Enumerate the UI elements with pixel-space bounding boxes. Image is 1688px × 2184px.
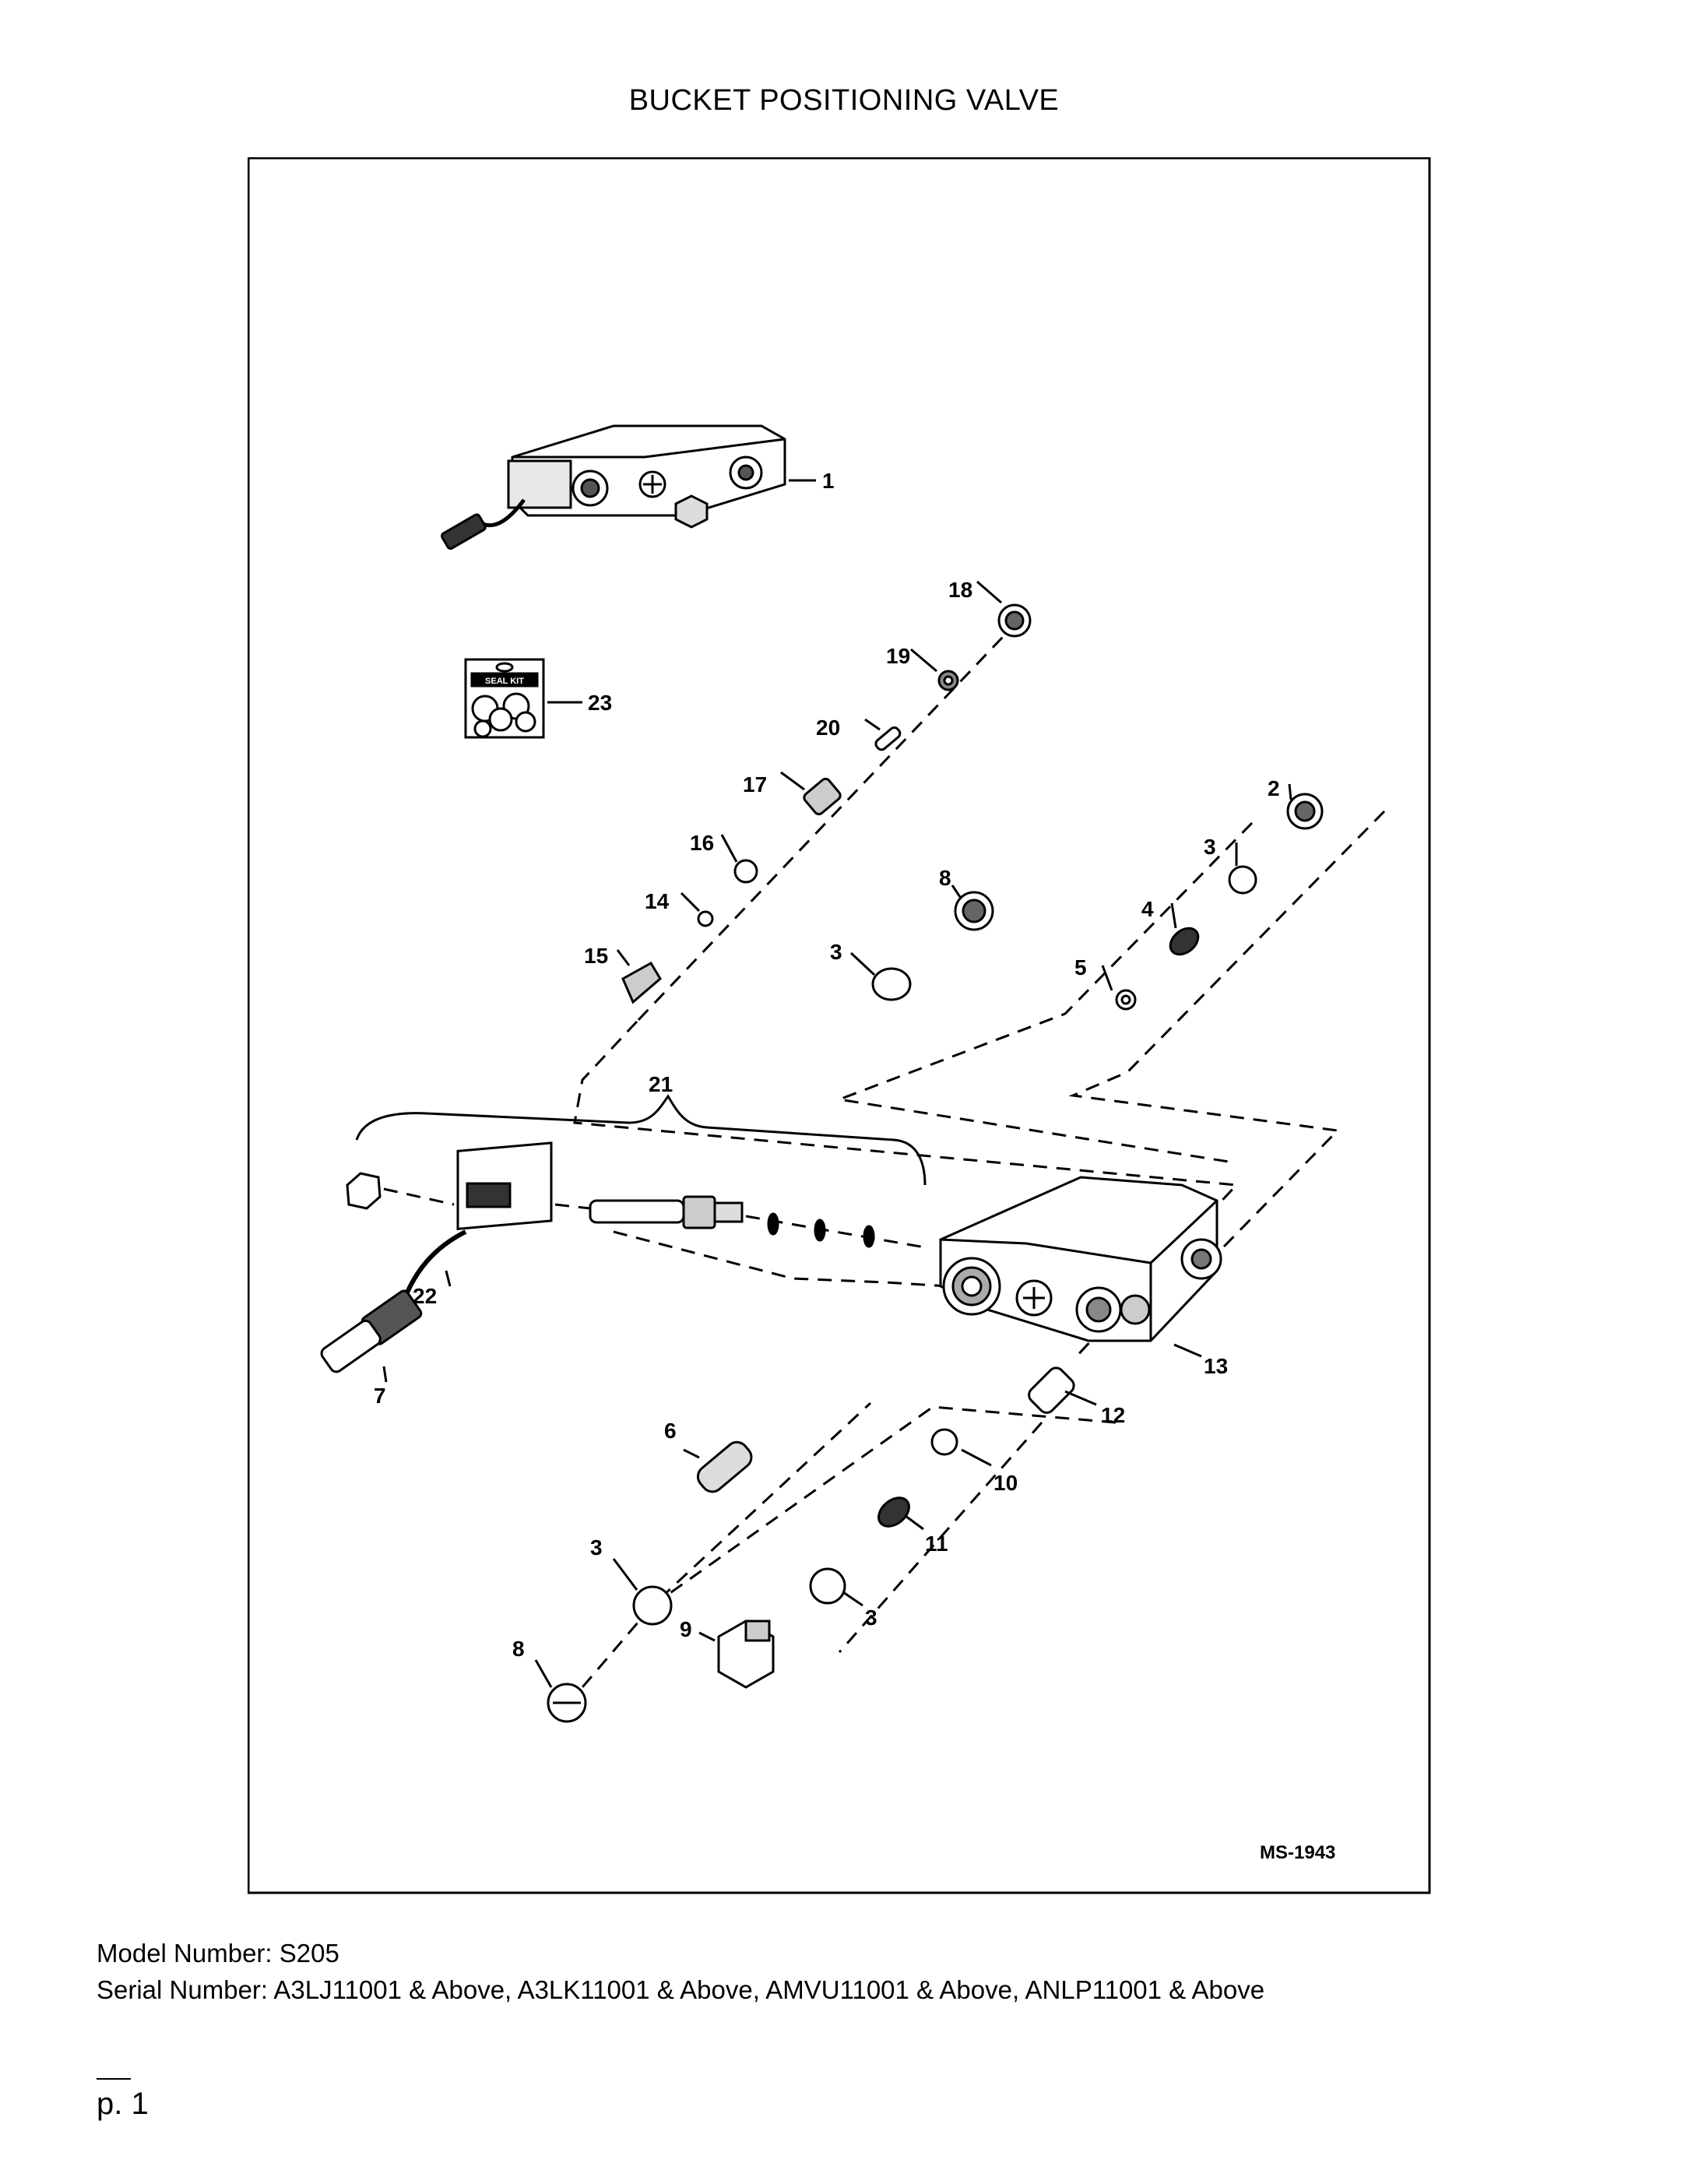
callout-5: 5 [1074, 955, 1087, 979]
callout-19: 19 [886, 644, 910, 668]
drawing-id: MS-1943 [1260, 1842, 1335, 1863]
callout-10: 10 [993, 1471, 1018, 1495]
page-number-rule [97, 2078, 131, 2080]
serial-number: Serial Number: A3LJ11001 & Above, A3LK11… [97, 1975, 1265, 2004]
callout-2: 2 [1268, 776, 1280, 800]
page-title: BUCKET POSITIONING VALVE [628, 84, 1060, 117]
callout-3b: 3 [830, 940, 842, 964]
solenoid-group-bracket [355, 1094, 927, 1186]
upper-parts-illustration [621, 603, 1324, 1011]
callout-16: 16 [690, 831, 714, 855]
callout-7: 7 [374, 1384, 386, 1408]
callout-14: 14 [645, 889, 670, 913]
seal-kit-illustration: SEAL KIT [464, 658, 545, 739]
callout-6: 6 [664, 1419, 677, 1443]
callout-9: 9 [680, 1617, 692, 1641]
diagram-frame [248, 157, 1431, 1894]
callout-11: 11 [925, 1532, 948, 1556]
callout-20: 20 [816, 716, 840, 740]
callout-4: 4 [1141, 897, 1154, 921]
valve-body-illustration [939, 1176, 1222, 1342]
callout-18: 18 [948, 578, 972, 602]
callout-21: 21 [649, 1072, 673, 1096]
model-number: Model Number: S205 [97, 1939, 339, 1968]
callout-3a: 3 [1204, 835, 1216, 859]
valve-assembly-illustration [441, 424, 786, 550]
callout-8b: 8 [512, 1637, 525, 1661]
callout-23: 23 [588, 691, 612, 715]
callout-22: 22 [413, 1284, 437, 1308]
callout-numbers: 1 2 3 4 5 8 3 18 19 20 17 16 14 15 23 21… [374, 469, 1280, 1661]
callout-13: 13 [1204, 1354, 1228, 1378]
parts-diagram: SEAL KIT [248, 157, 1431, 1894]
callout-3c: 3 [865, 1605, 877, 1630]
solenoid-group-illustration [320, 1141, 875, 1373]
callout-12: 12 [1101, 1403, 1125, 1427]
leader-lines [382, 580, 1292, 1688]
callout-15: 15 [584, 944, 608, 968]
callout-17: 17 [743, 772, 767, 797]
callout-3d: 3 [590, 1535, 603, 1560]
callout-8a: 8 [939, 866, 951, 890]
page-number: p. 1 [97, 2087, 149, 2121]
seal-kit-label: SEAL KIT [485, 677, 524, 686]
lower-parts-illustration [547, 1366, 1075, 1723]
callout-1: 1 [822, 469, 835, 493]
